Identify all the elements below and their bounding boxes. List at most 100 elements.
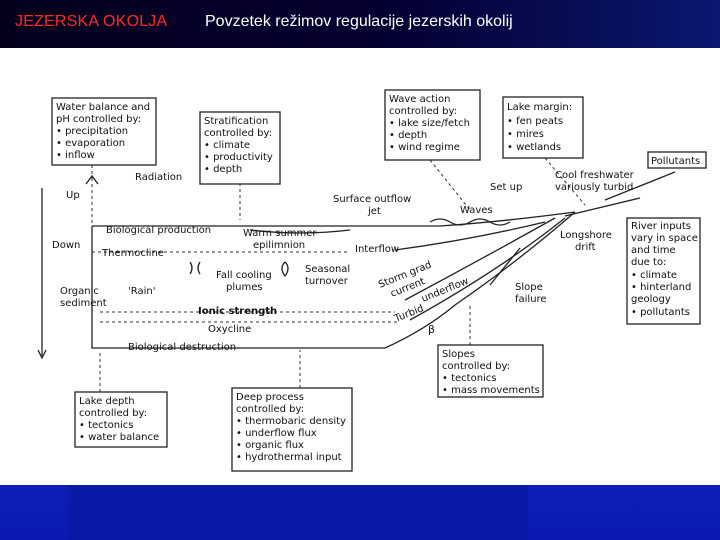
longshore-arrow bbox=[564, 197, 641, 217]
stratification-line-4: • productivity bbox=[204, 152, 273, 163]
river-inputs-box: River inputs vary in space and time due … bbox=[626, 217, 701, 325]
connector-margin bbox=[544, 157, 586, 206]
water-surface-line bbox=[92, 211, 576, 227]
label-epilimnion: epilimnion bbox=[253, 240, 305, 251]
outflow-jet-arrow bbox=[249, 229, 351, 234]
up-arrowhead bbox=[85, 174, 99, 185]
stratification-line-5: • depth bbox=[204, 164, 242, 175]
stratification-line-1: Stratification bbox=[204, 116, 268, 127]
river-inputs-line-5: • climate bbox=[631, 270, 677, 281]
water-balance-line-2: pH controlled by: bbox=[56, 114, 141, 125]
river-inputs-line-7: geology bbox=[631, 294, 671, 305]
slope-failure-arrow bbox=[489, 247, 521, 286]
label-longshore: Longshore bbox=[560, 230, 612, 241]
slopes-box: Slopes controlled by: • tectonics • mass… bbox=[437, 344, 544, 398]
wave-action-line-5: • wind regime bbox=[389, 142, 460, 153]
connector-wave bbox=[429, 159, 471, 211]
deep-process-line-6: • hydrothermal input bbox=[236, 452, 342, 463]
slopes-line-4: • mass movements bbox=[442, 385, 540, 396]
label-ionic-strength: Ionic strength bbox=[198, 306, 277, 317]
water-balance-line-4: • evaporation bbox=[56, 138, 125, 149]
slopes-line-3: • tectonics bbox=[442, 373, 497, 384]
label-interflow: Interflow bbox=[355, 244, 399, 255]
label-biological-destruction: Biological destruction bbox=[128, 342, 236, 353]
label-beta: β bbox=[428, 323, 435, 336]
label-biological-production: Biological production bbox=[106, 225, 211, 236]
lake-depth-line-4: • water balance bbox=[79, 432, 159, 443]
label-drift: drift bbox=[575, 242, 596, 253]
storm-current-arrow bbox=[404, 217, 556, 301]
river-inputs-line-3: and time bbox=[631, 245, 676, 256]
stratification-box: Stratification controlled by: • climate … bbox=[199, 111, 281, 185]
water-balance-box: Water balance and pH controlled by: • pr… bbox=[51, 97, 157, 166]
deep-process-box: Deep process controlled by: • thermobari… bbox=[231, 387, 353, 472]
deep-process-line-1: Deep process bbox=[236, 392, 304, 403]
wave-action-line-3: • lake size/fetch bbox=[389, 118, 470, 129]
label-radiation: Radiation bbox=[135, 172, 182, 183]
wave-action-line-4: • depth bbox=[389, 130, 427, 141]
wave-action-line-1: Wave action bbox=[389, 94, 450, 105]
label-rain: 'Rain' bbox=[128, 286, 155, 297]
interflow-arrow bbox=[394, 221, 546, 251]
down-arrowhead bbox=[37, 349, 47, 360]
lake-depth-box: Lake depth controlled by: • tectonics • … bbox=[74, 391, 168, 448]
water-balance-line-5: • inflow bbox=[56, 150, 95, 161]
slopes-line-1: Slopes bbox=[442, 349, 475, 360]
section-title: JEZERSKA OKOLJA bbox=[15, 13, 168, 30]
deep-process-line-3: • thermobaric density bbox=[236, 416, 346, 427]
lake-margin-line-3: • mires bbox=[507, 129, 544, 140]
label-plumes: plumes bbox=[226, 282, 263, 293]
river-inputs-line-8: • pollutants bbox=[631, 307, 690, 318]
label-cool-freshwater: Cool freshwater bbox=[555, 170, 635, 181]
lake-margin-line-4: • wetlands bbox=[507, 142, 561, 153]
label-jet: jet bbox=[367, 206, 381, 217]
pollutants-label: Pollutants bbox=[651, 156, 700, 167]
water-balance-line-3: • precipitation bbox=[56, 126, 128, 137]
title-bar bbox=[0, 0, 720, 48]
slopes-line-2: controlled by: bbox=[442, 361, 510, 372]
stratification-line-2: controlled by: bbox=[204, 128, 272, 139]
label-thermocline: Thermocline bbox=[101, 248, 164, 259]
wave-action-line-2: controlled by: bbox=[389, 106, 457, 117]
lake-regime-diagram: Water balance and pH controlled by: • pr… bbox=[37, 89, 707, 472]
label-seasonal: Seasonal bbox=[305, 264, 350, 275]
lake-margin-line-2: • fen peats bbox=[507, 116, 563, 127]
lake-depth-line-1: Lake depth bbox=[79, 396, 135, 407]
cooling-plume-1 bbox=[189, 261, 201, 275]
label-organic: Organic bbox=[60, 286, 99, 297]
river-inputs-line-2: vary in space bbox=[631, 233, 698, 244]
pollutant-arrow bbox=[604, 171, 676, 201]
label-sediment: sediment bbox=[60, 298, 107, 309]
label-surface-outflow: Surface outflow bbox=[333, 194, 411, 205]
pollutants-box: Pollutants bbox=[647, 151, 707, 169]
cooling-plume-2 bbox=[281, 261, 289, 278]
lake-margin-line-1: Lake margin: bbox=[507, 102, 572, 113]
label-slope: Slope bbox=[515, 282, 543, 293]
label-failure: failure bbox=[515, 294, 547, 305]
deep-process-line-5: • organic flux bbox=[236, 440, 304, 451]
lake-depth-line-2: controlled by: bbox=[79, 408, 147, 419]
lake-margin-box: Lake margin: • fen peats • mires • wetla… bbox=[502, 96, 584, 159]
label-warm-summer: Warm summer bbox=[243, 228, 317, 239]
deep-process-line-2: controlled by: bbox=[236, 404, 304, 415]
footer-stripe bbox=[68, 485, 528, 540]
label-oxycline: Oxycline bbox=[208, 324, 251, 335]
river-inputs-line-1: River inputs bbox=[631, 221, 691, 232]
label-waves: Waves bbox=[460, 205, 493, 216]
label-up: Up bbox=[66, 190, 80, 201]
label-variously-turbid: variously turbid bbox=[555, 182, 633, 193]
slide-title: Povzetek režimov regulacije jezerskih ok… bbox=[205, 13, 513, 30]
label-turnover: turnover bbox=[305, 276, 349, 287]
wave-action-box: Wave action controlled by: • lake size/f… bbox=[384, 89, 481, 161]
deep-process-line-4: • underflow flux bbox=[236, 428, 317, 439]
water-balance-line-1: Water balance and bbox=[56, 102, 150, 113]
stratification-line-3: • climate bbox=[204, 140, 250, 151]
waves-line bbox=[429, 218, 511, 226]
lake-basin-outline bbox=[91, 211, 576, 349]
label-down: Down bbox=[52, 240, 80, 251]
label-turbid: Turbid bbox=[392, 303, 425, 325]
label-set-up: Set up bbox=[490, 182, 522, 193]
river-inputs-line-6: • hinterland bbox=[631, 282, 691, 293]
river-inputs-line-4: due to: bbox=[631, 257, 666, 268]
lake-depth-line-3: • tectonics bbox=[79, 420, 134, 431]
